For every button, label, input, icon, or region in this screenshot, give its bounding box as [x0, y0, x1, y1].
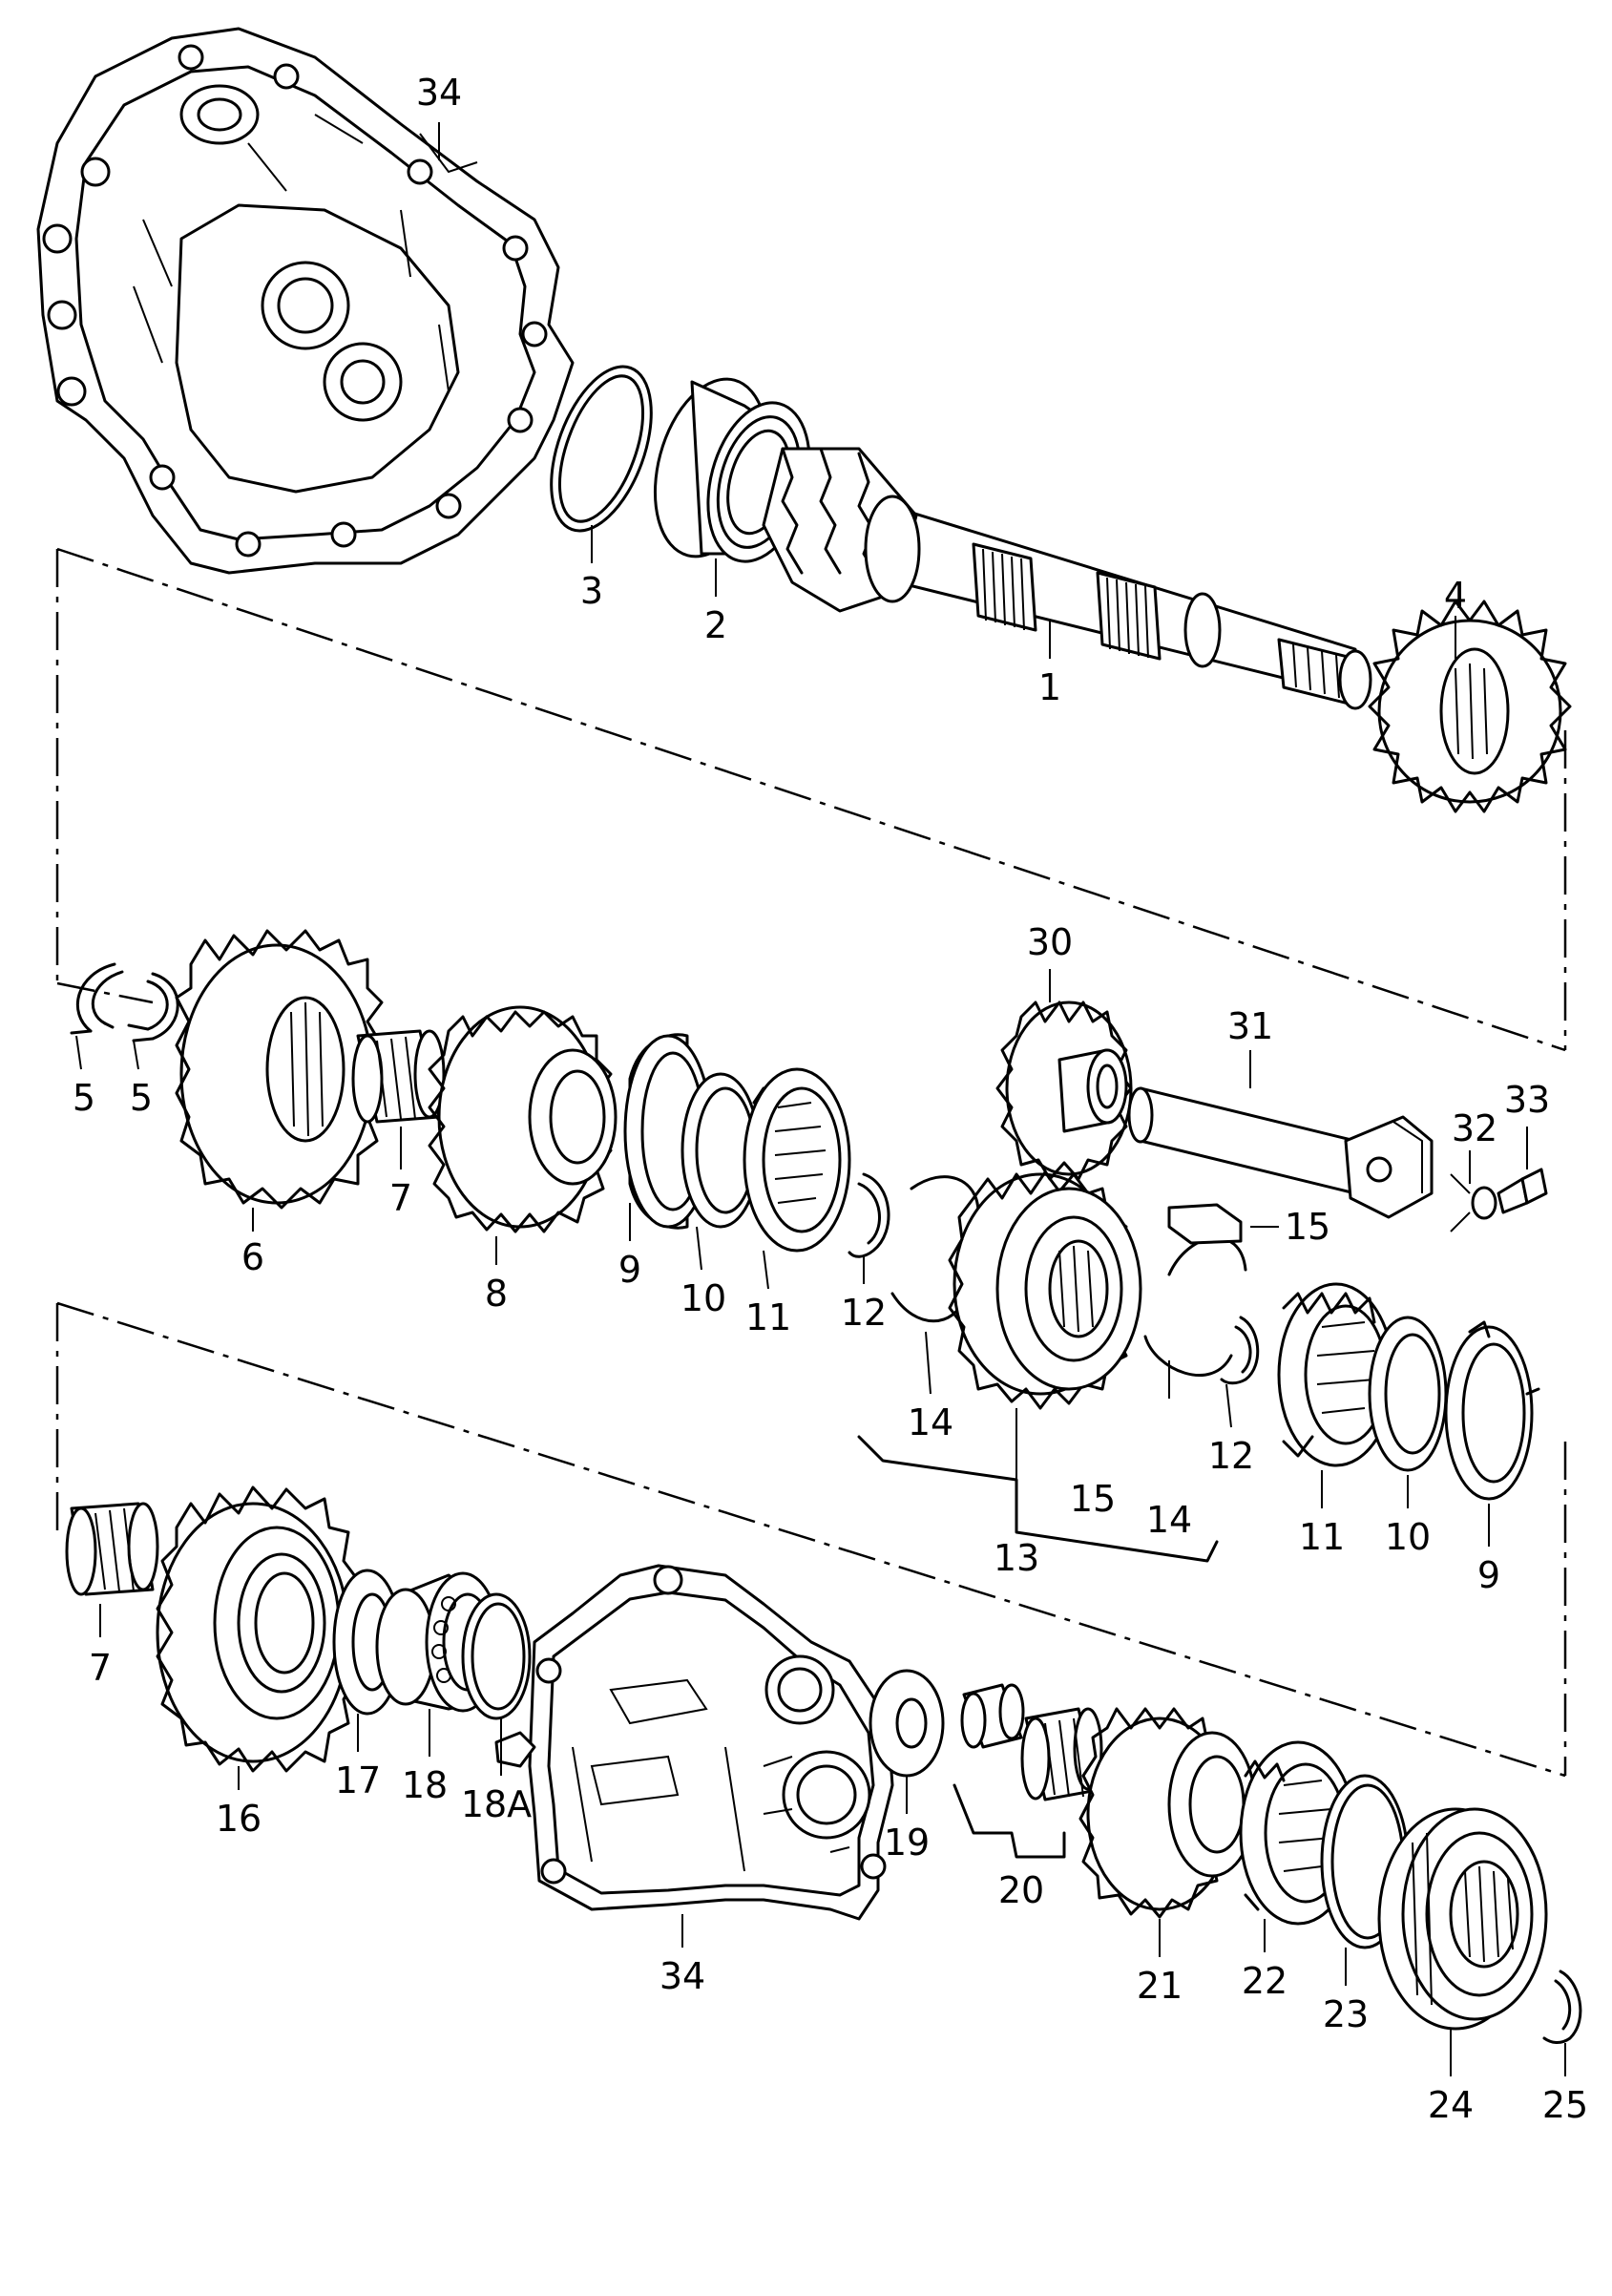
- bolt-part-33: [1497, 1168, 1548, 1214]
- callout-8: 8: [485, 1273, 508, 1315]
- synchro-assembly-part-24: [1377, 1807, 1548, 2031]
- callout-33: 33: [1504, 1079, 1550, 1121]
- callout-21: 21: [1137, 1965, 1183, 2007]
- gear-part-16: [156, 1485, 360, 1773]
- reverse-shaft-part-31: [1127, 1086, 1434, 1219]
- callout-16: 16: [216, 1798, 262, 1840]
- synchro-part-11a: [743, 1067, 851, 1253]
- callout-7a: 7: [389, 1177, 412, 1219]
- reverse-gear-part-30: [995, 1001, 1133, 1181]
- ring-part-10b: [1368, 1316, 1448, 1472]
- callout-25: 25: [1542, 2084, 1588, 2126]
- callout-15a: 15: [1070, 1478, 1116, 1520]
- callout-3: 3: [580, 570, 603, 612]
- callout-24: 24: [1428, 2084, 1474, 2126]
- input-shaft-part-1: [762, 447, 1372, 710]
- washer-part-32: [1450, 1173, 1497, 1232]
- ring-part-10a: [680, 1072, 761, 1229]
- callout-17: 17: [335, 1759, 381, 1801]
- callout-labels: 34 3 2 1 4 5 5 6 7 8 9 10 11 12 14 13 15…: [73, 72, 1588, 2126]
- callout-34-bot: 34: [659, 1955, 705, 1997]
- circlip-part-18a: [461, 1592, 532, 1720]
- needle-bearing-part-7b: [65, 1502, 159, 1596]
- callout-18a: 18A: [461, 1783, 532, 1825]
- callout-9a: 9: [618, 1249, 641, 1291]
- callout-23: 23: [1323, 1993, 1369, 2035]
- leader-lines: [75, 122, 1566, 2076]
- assembly-frame-bottom: [55, 1301, 1567, 1778]
- callout-32: 32: [1452, 1107, 1497, 1149]
- circlip-part-5b: [127, 972, 179, 1043]
- bushing-part-20: [960, 1683, 1025, 1749]
- assembly-frame-top: [55, 547, 1567, 1052]
- sliding-sleeve-part-13: [948, 1170, 1142, 1410]
- callout-2: 2: [704, 604, 727, 646]
- gear-part-6: [175, 929, 384, 1210]
- callout-7b: 7: [89, 1647, 112, 1689]
- callout-11a: 11: [745, 1296, 791, 1338]
- circlip-part-12b: [1220, 1316, 1260, 1385]
- assembly-bracket-20: [953, 1783, 1066, 1859]
- callout-20: 20: [998, 1869, 1044, 1911]
- circlip-part-25: [1542, 1970, 1582, 2044]
- callout-22: 22: [1242, 1960, 1288, 2002]
- callout-19: 19: [884, 1822, 930, 1864]
- spring-part-14b: [1143, 1236, 1247, 1377]
- callout-15b: 15: [1285, 1206, 1330, 1248]
- callout-4: 4: [1444, 575, 1467, 617]
- callout-14b: 14: [1146, 1499, 1192, 1541]
- callout-13: 13: [994, 1537, 1039, 1579]
- synchro-part-11b: [1277, 1282, 1395, 1467]
- o-ring-part-3: [550, 365, 653, 533]
- callout-12b: 12: [1208, 1435, 1254, 1477]
- callout-6: 6: [241, 1236, 264, 1278]
- gear-part-21: [1078, 1707, 1257, 1919]
- circlip-part-5a: [70, 962, 124, 1035]
- locking-piece-part-15: [1167, 1203, 1243, 1245]
- gear-part-8: [428, 1005, 618, 1233]
- callout-12a: 12: [841, 1292, 887, 1334]
- callout-10b: 10: [1385, 1516, 1431, 1558]
- thrust-washer-part-19: [869, 1669, 945, 1778]
- callout-11b: 11: [1299, 1516, 1345, 1558]
- callout-30: 30: [1027, 921, 1073, 963]
- callout-10a: 10: [680, 1277, 726, 1319]
- circlip-part-12a: [848, 1172, 890, 1258]
- callout-18: 18: [402, 1764, 448, 1806]
- callout-34-top: 34: [416, 72, 462, 114]
- callout-5b: 5: [130, 1077, 153, 1119]
- synchro-ring-part-9b: [1444, 1320, 1540, 1501]
- gear-part-4: [1368, 600, 1572, 813]
- callout-9b: 9: [1477, 1554, 1500, 1596]
- callout-5a: 5: [73, 1077, 95, 1119]
- callout-1: 1: [1038, 666, 1061, 708]
- transmission-housing-top: [36, 27, 575, 575]
- callout-14a: 14: [908, 1401, 953, 1443]
- callout-31: 31: [1227, 1005, 1273, 1047]
- assembly-bracket-13: [857, 1435, 1219, 1563]
- transmission-housing-bottom: [494, 1564, 896, 1921]
- needle-bearing-part-20: [1020, 1707, 1103, 1801]
